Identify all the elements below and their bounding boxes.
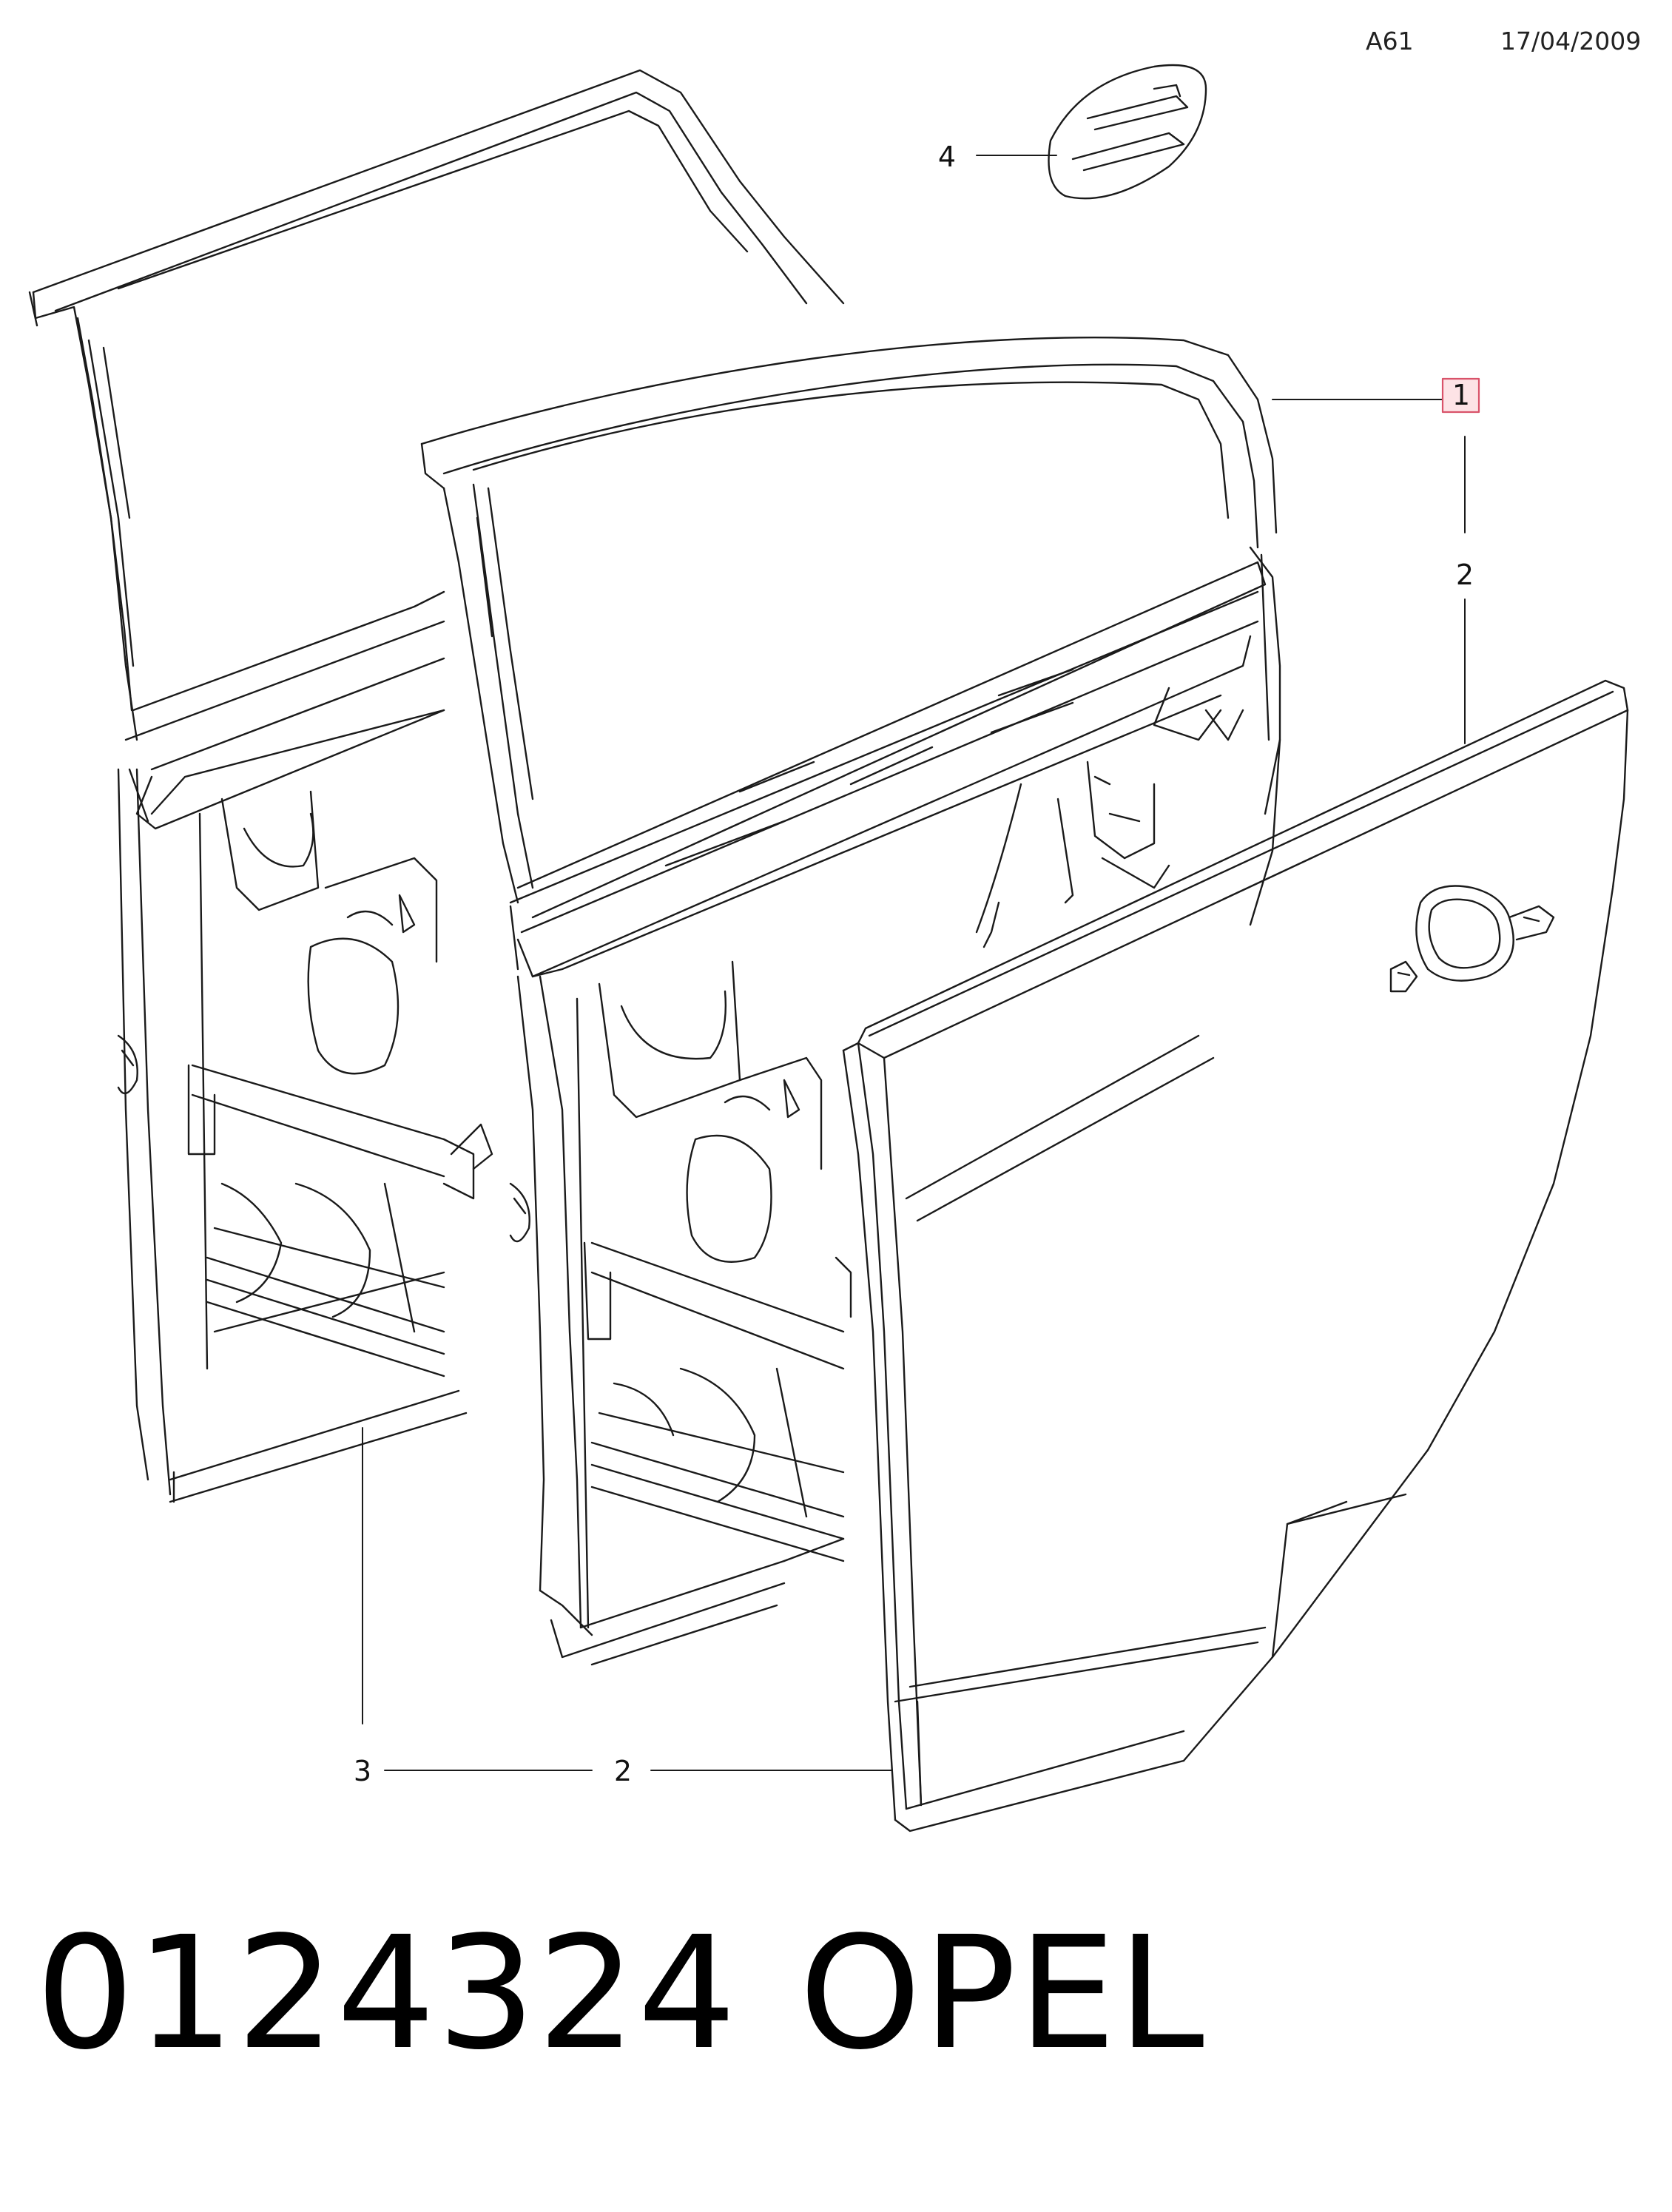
sheet-code: A61 <box>1366 27 1414 55</box>
door-inner-panel <box>420 336 1281 1666</box>
callout-1-highlight <box>1441 377 1480 414</box>
callout-1-label: 1 <box>1452 379 1470 411</box>
callout-2-right-label: 2 <box>1456 559 1474 591</box>
callout-2-bottom-label: 2 <box>614 1755 632 1787</box>
callout-4-label: 4 <box>938 141 956 173</box>
sheet-date: 17/04/2009 <box>1500 27 1642 55</box>
callout-3-label: 3 <box>354 1755 371 1787</box>
door-outer-skin <box>842 679 1629 1832</box>
callout-1: 1 <box>1441 377 1480 414</box>
door-frame-rear <box>28 69 845 1503</box>
leader-lines <box>362 155 1466 1771</box>
part-number: 0124324 <box>36 1903 738 2084</box>
brand-name: OPEL <box>799 1903 1206 2084</box>
fuel-door <box>1048 64 1207 200</box>
